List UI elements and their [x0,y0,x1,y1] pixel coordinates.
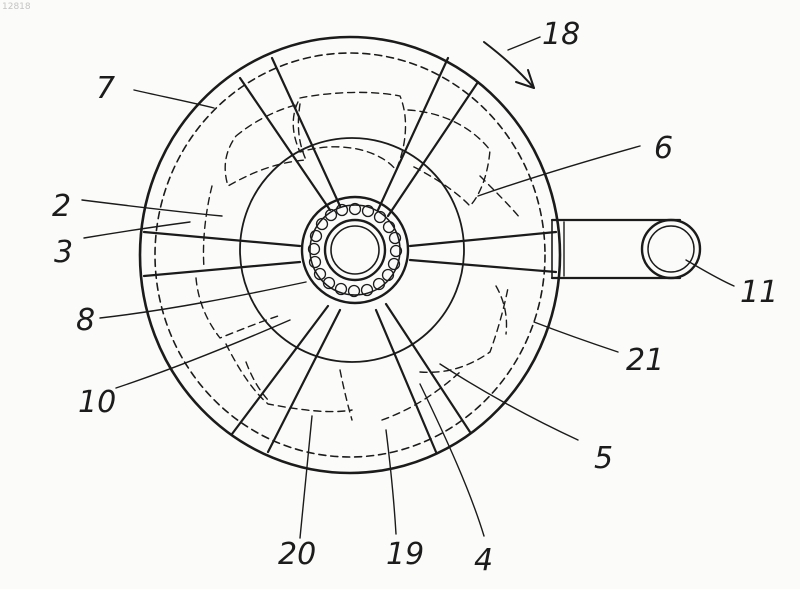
leader-2 [82,200,222,216]
reference-numerals: 18 7 6 2 3 8 10 11 21 5 20 19 4 [52,17,778,578]
leader-20 [300,416,312,538]
leader-4 [420,384,484,536]
label-21: 21 [626,343,664,378]
spoke [144,262,300,276]
label-20: 20 [278,537,316,572]
outer-rim [140,37,560,473]
vane-contour [496,286,507,334]
vane-contour [203,186,212,268]
label-5: 5 [594,441,613,476]
leader-21 [534,322,618,352]
side-arm [552,220,700,278]
label-3: 3 [54,235,73,270]
leader-8 [100,282,306,318]
dashed-inner-rim [155,53,545,457]
bearing-outer-ring [302,197,408,303]
leader-5 [440,364,578,440]
dashed-vane-contours [196,92,520,420]
vane-contour [196,278,278,338]
vane-contour [340,370,352,420]
spoke [378,58,448,210]
label-6: 6 [654,131,673,166]
vane-contour [293,92,405,170]
vane-contour [226,344,352,412]
label-4: 4 [474,543,493,578]
wheel-assembly [140,37,700,473]
spoke [376,310,436,452]
hub-inner [331,226,379,274]
spoke [232,306,328,434]
vane-contour [246,362,270,402]
leader-11 [686,260,734,286]
spoke [410,260,556,272]
spoke [272,58,340,206]
label-10: 10 [78,385,116,420]
cylinder-outer [642,220,700,278]
inner-disk [240,138,464,362]
leader-19 [386,430,396,534]
corner-id: 12818 [2,2,31,12]
spoke [144,232,300,246]
label-11: 11 [740,275,778,310]
vane-contour [382,372,460,420]
label-8: 8 [76,303,95,338]
hub-outer [325,220,385,280]
leader-10 [116,320,290,388]
leader-6 [478,146,640,196]
spoke [410,232,556,246]
vane-contour [420,288,508,372]
label-18: 18 [542,17,580,52]
spokes [144,58,556,452]
leader-18 [508,37,540,50]
label-7: 7 [96,71,115,106]
label-2: 2 [52,189,71,224]
vane-contour [480,176,520,218]
bearing-balls [309,204,402,297]
cylinder-inner [648,226,694,272]
central-bearing [302,197,408,303]
leader-lines [82,37,734,538]
spoke [268,310,340,452]
label-19: 19 [386,537,424,572]
